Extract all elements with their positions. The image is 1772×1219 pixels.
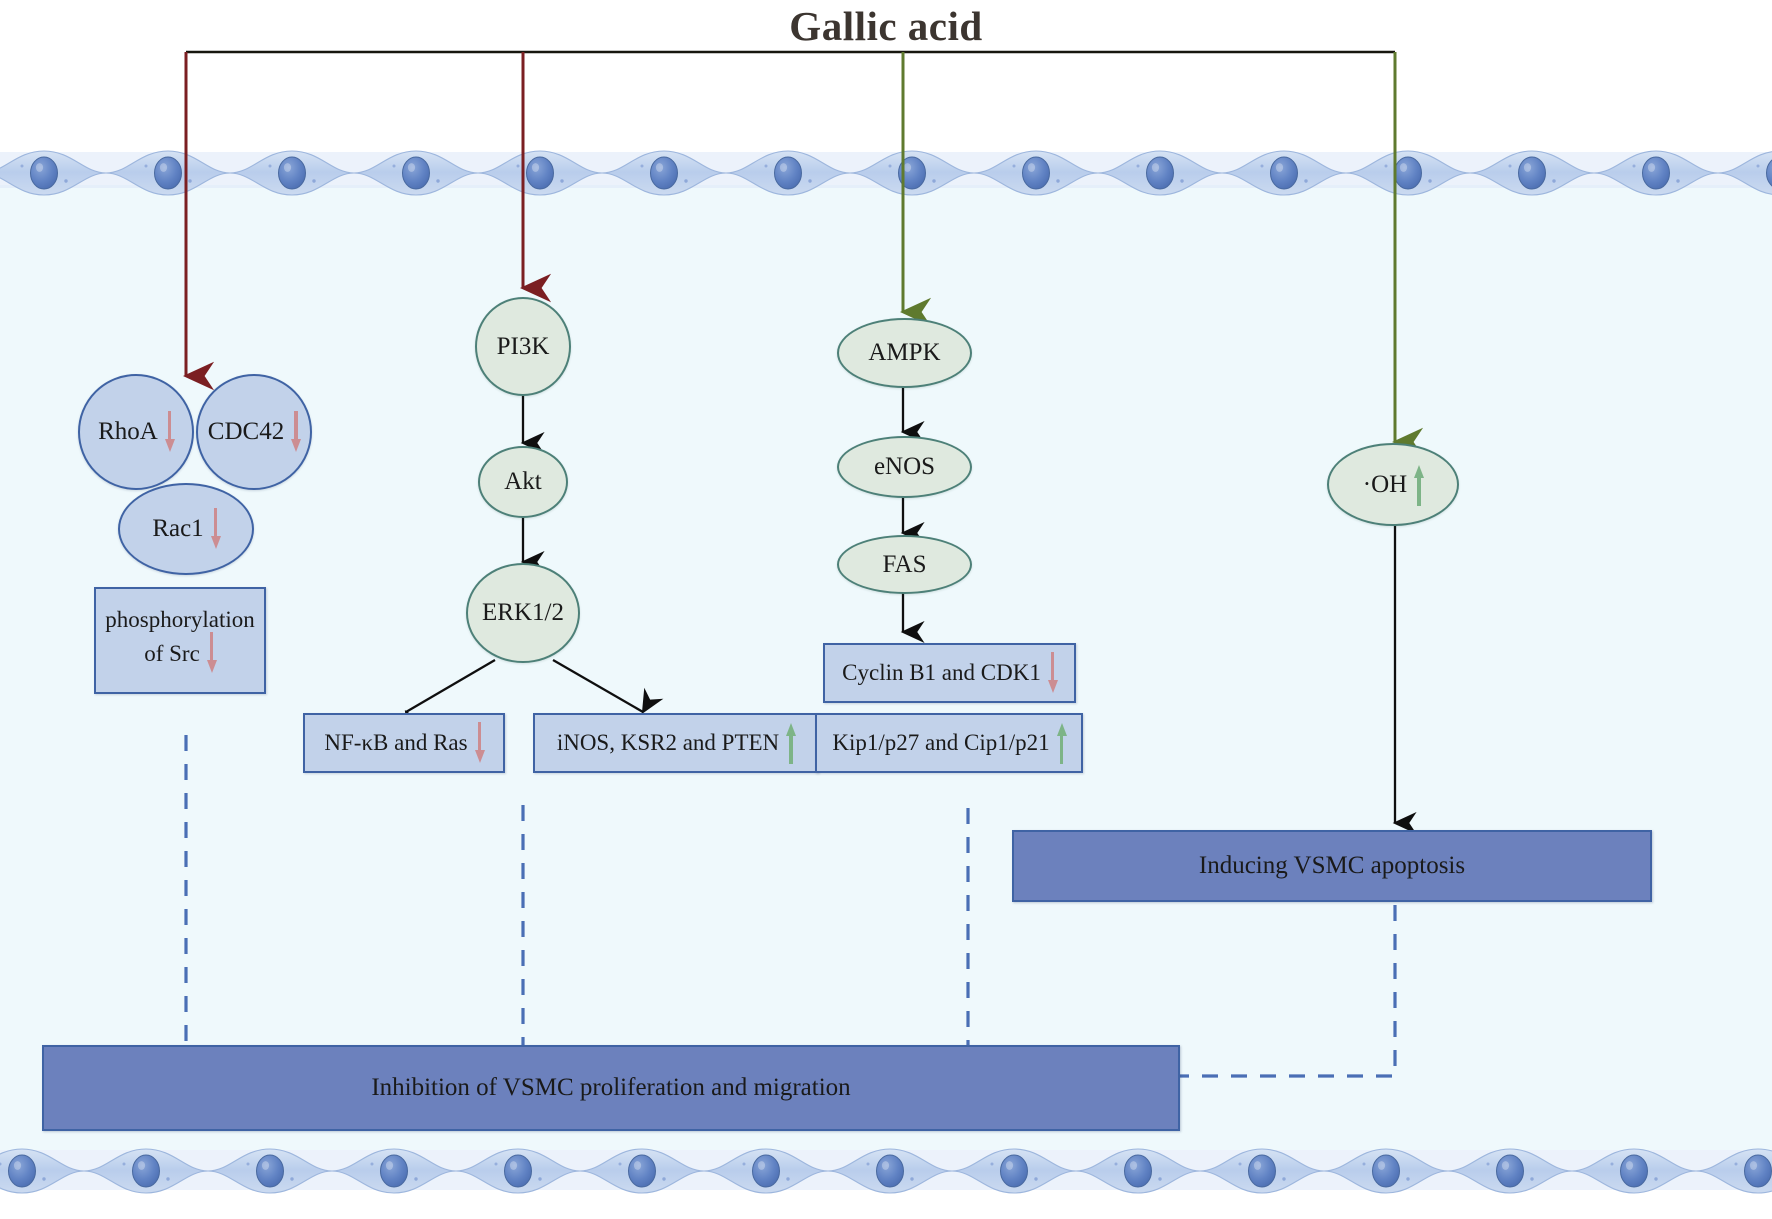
box-src-line2: of Src [144,640,200,666]
page-title: Gallic acid [789,3,983,49]
node-pi3k-label: PI3K [496,332,550,360]
box-inos-ksr2-pten-label: iNOS, KSR2 and PTEN [556,730,780,756]
node-akt-label: Akt [504,468,542,495]
down-arrow-icon [206,632,217,674]
node-fas-label: FAS [882,550,927,578]
down-arrow-icon [474,722,485,764]
node-ampk-label: AMPK [868,339,941,366]
box-nfkb-ras-label: NF-κB and Ras [324,730,468,756]
node-rhoa-label: RhoA [98,418,158,445]
up-arrow-icon [1414,464,1425,506]
node-enos-label: eNOS [873,453,936,480]
node-enos[interactable]: eNOS [837,436,972,498]
node-rac1-label: Rac1 [152,515,204,542]
box-kip1-cip1-label: Kip1/p27 and Cip1/p21 [832,730,1050,756]
box-kip1-cip1[interactable]: Kip1/p27 and Cip1/p21 [815,713,1083,773]
down-arrow-icon [210,508,221,550]
node-pi3k[interactable]: PI3K [475,297,571,396]
node-ampk[interactable]: AMPK [837,318,972,388]
outcome-inhibition-proliferation-migration[interactable]: Inhibition of VSMC proliferation and mig… [42,1045,1180,1131]
up-arrow-icon [786,722,797,764]
box-nfkb-ras[interactable]: NF-κB and Ras [303,713,505,773]
outcome-apoptosis-label: Inducing VSMC apoptosis [1198,852,1466,879]
up-arrow-icon [1056,722,1067,764]
node-erk12-label: ERK1/2 [482,599,564,626]
outcome-inhibition-label: Inhibition of VSMC proliferation and mig… [371,1074,851,1101]
node-cdc42[interactable]: CDC42 [196,374,312,490]
node-fas[interactable]: FAS [837,535,972,594]
node-cdc42-label: CDC42 [207,418,285,445]
node-hydroxyl-radical[interactable]: ·OH [1327,443,1459,526]
box-cyclinb1-cdk1-label: Cyclin B1 and CDK1 [842,660,1041,686]
bottom-endothelium-layer [0,1148,1772,1194]
node-erk12[interactable]: ERK1/2 [466,563,580,663]
down-arrow-icon [291,411,302,453]
box-inos-ksr2-pten[interactable]: iNOS, KSR2 and PTEN [533,713,819,773]
outcome-inducing-apoptosis[interactable]: Inducing VSMC apoptosis [1012,830,1652,902]
node-rhoa[interactable]: RhoA [78,374,194,490]
node-rac1[interactable]: Rac1 [118,483,254,575]
box-cyclinb1-cdk1[interactable]: Cyclin B1 and CDK1 [823,643,1076,703]
node-akt[interactable]: Akt [478,446,568,518]
down-arrow-icon [164,411,175,453]
box-src-line1: phosphorylation [105,606,255,632]
box-src-phosphorylation[interactable]: phosphorylation of Src [94,587,266,694]
node-hydroxyl-radical-label: ·OH [1362,470,1408,498]
down-arrow-icon [1047,652,1058,694]
